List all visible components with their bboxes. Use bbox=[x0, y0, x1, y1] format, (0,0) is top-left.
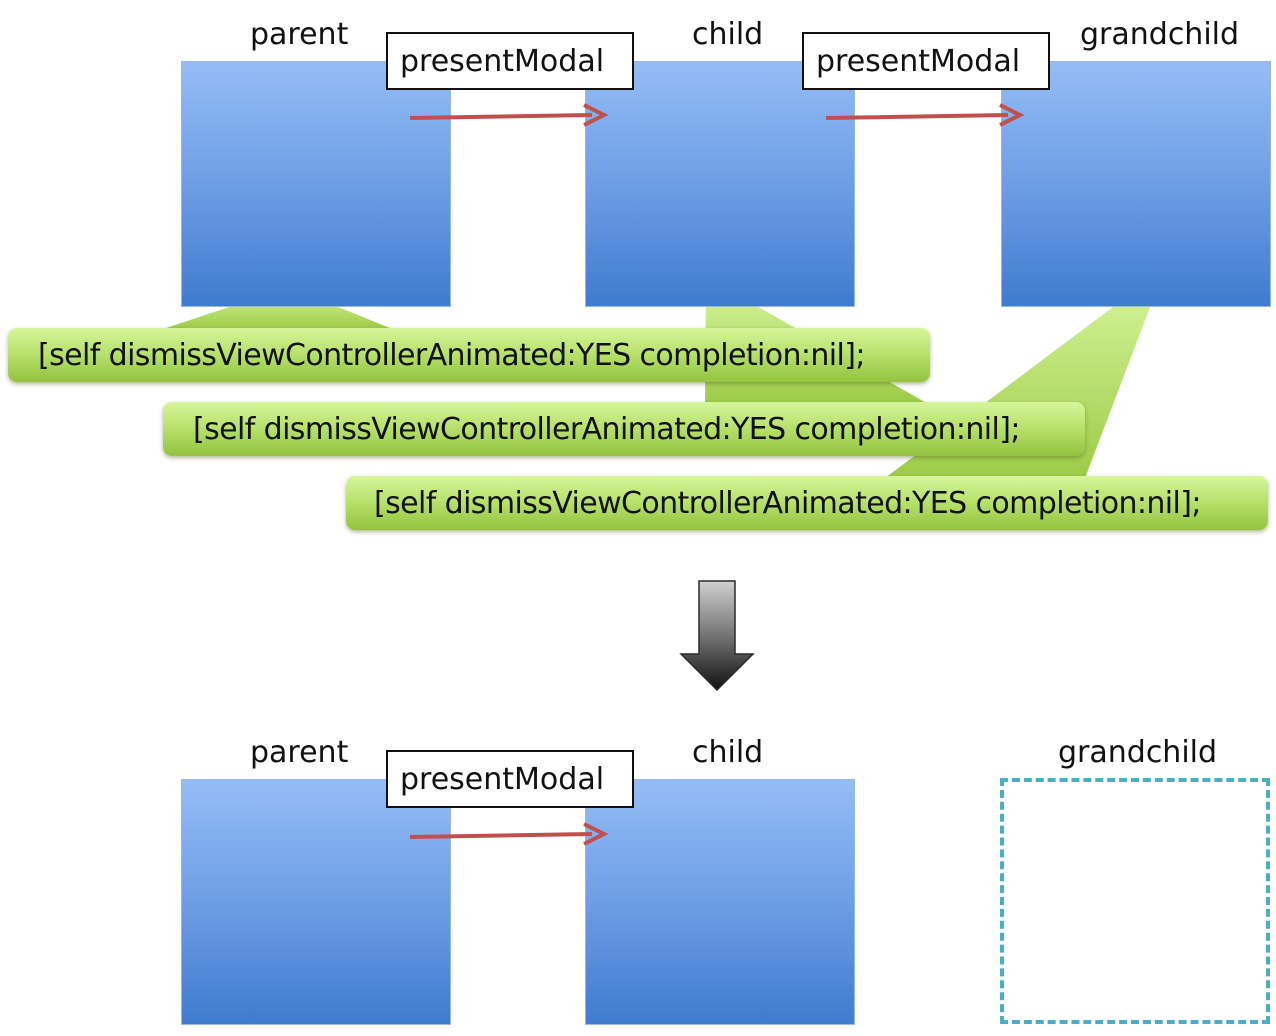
child-view-controller-bottom bbox=[586, 780, 854, 1024]
present-modal-label-2: presentModal bbox=[802, 32, 1050, 90]
present-modal-label-bottom: presentModal bbox=[386, 750, 634, 808]
present-arrow-child-to-grandchild bbox=[825, 103, 1025, 127]
grandchild-view-controller-top bbox=[1002, 62, 1270, 306]
dismiss-callout-parent: [self dismissViewControllerAnimated:YES … bbox=[8, 328, 930, 382]
present-arrow-parent-to-child-bottom bbox=[409, 822, 609, 846]
dismiss-callout-grandchild: [self dismissViewControllerAnimated:YES … bbox=[346, 476, 1268, 530]
dismiss-callout-child: [self dismissViewControllerAnimated:YES … bbox=[163, 402, 1085, 456]
callout-pointer-parent bbox=[160, 287, 395, 330]
grandchild-dismissed-outline bbox=[1000, 778, 1270, 1024]
present-modal-label-1: presentModal bbox=[386, 32, 634, 90]
child-view-controller-top bbox=[586, 62, 854, 306]
dismiss-callout-grandchild-text: [self dismissViewControllerAnimated:YES … bbox=[374, 485, 1202, 521]
dismiss-callout-parent-text: [self dismissViewControllerAnimated:YES … bbox=[38, 337, 866, 373]
label-grandchild-bottom: grandchild bbox=[1058, 735, 1218, 770]
parent-view-controller-top bbox=[182, 62, 450, 306]
label-grandchild-top: grandchild bbox=[1080, 17, 1240, 52]
present-arrow-parent-to-child bbox=[409, 103, 609, 127]
label-parent-bottom: parent bbox=[250, 735, 349, 770]
parent-view-controller-bottom bbox=[182, 780, 450, 1024]
down-arrow-icon bbox=[679, 580, 755, 692]
dismiss-callout-child-text: [self dismissViewControllerAnimated:YES … bbox=[193, 411, 1021, 447]
label-parent-top: parent bbox=[250, 17, 349, 52]
label-child-top: child bbox=[692, 17, 764, 52]
label-child-bottom: child bbox=[692, 735, 764, 770]
